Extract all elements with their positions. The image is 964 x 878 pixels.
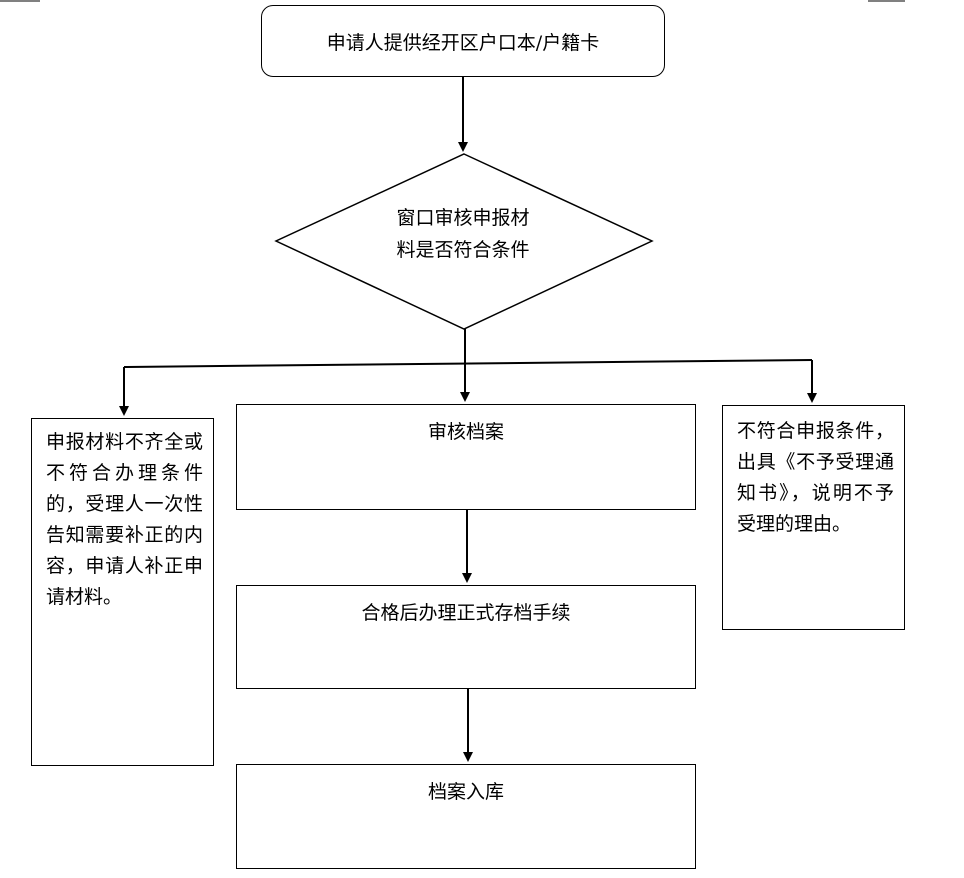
reject-incomplete-box: 申报材料不齐全或不符合办理条件的，受理人一次性告知需要补正的内容，申请人补正申请… [31,418,214,766]
start-box: 申请人提供经开区户口本/户籍卡 [261,5,665,77]
decision-label-line1: 窗口审核申报材 [396,207,530,229]
start-label: 申请人提供经开区户口本/户籍卡 [326,31,600,54]
step-review-archive-label: 审核档案 [427,421,504,443]
step-review-archive-box: 审核档案 [236,404,696,510]
step-formal-archive-label: 合格后办理正式存档手续 [361,602,571,624]
reject-unqualified-box: 不符合申报条件，出具《不予受理通知书》，说明不予受理的理由。 [722,405,905,630]
step-archive-storage-label: 档案入库 [427,781,504,803]
branch-line [123,359,813,368]
reject-unqualified-label: 不符合申报条件，出具《不予受理通知书》，说明不予受理的理由。 [737,420,894,535]
step-formal-archive-box: 合格后办理正式存档手续 [236,585,696,689]
decision-label-line2: 料是否符合条件 [396,239,530,261]
decision-label: 窗口审核申报材 料是否符合条件 [360,202,566,266]
reject-incomplete-label: 申报材料不齐全或不符合办理条件的，受理人一次性告知需要补正的内容，申请人补正申请… [46,431,203,608]
step-archive-storage-box: 档案入库 [236,764,696,869]
